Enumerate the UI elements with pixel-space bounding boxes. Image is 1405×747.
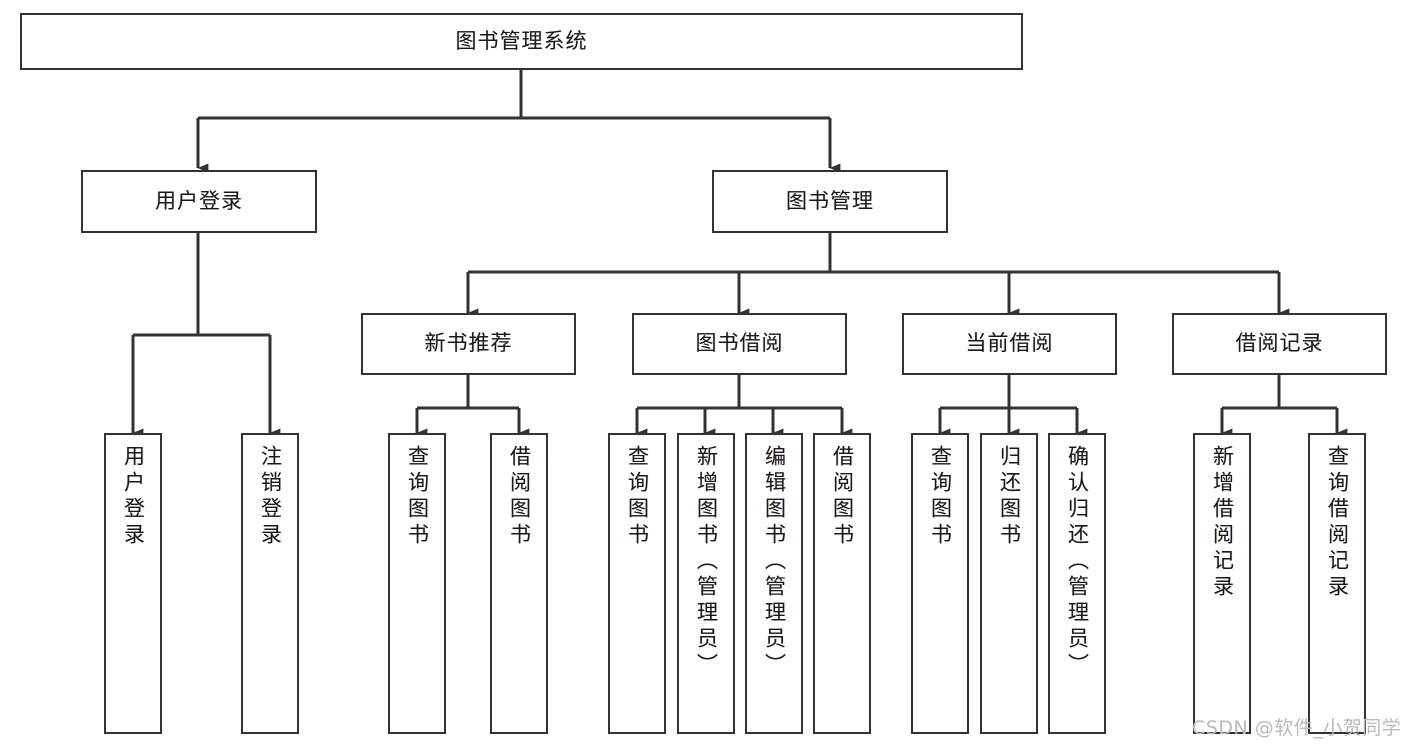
leaf-book-borrow-4[interactable]: 借阅图书 bbox=[813, 433, 871, 734]
leaf-current-borrow-1-label: 查询图书 bbox=[928, 445, 953, 549]
node-user-login[interactable]: 用户登录 bbox=[81, 170, 317, 233]
node-user-login-label: 用户登录 bbox=[155, 188, 243, 213]
leaf-current-borrow-2-label: 归还图书 bbox=[997, 445, 1022, 549]
leaf-borrow-record-1-label: 新增借阅记录 bbox=[1210, 445, 1235, 601]
leaf-book-borrow-2-label: 新增图书（管理员） bbox=[694, 445, 719, 679]
node-borrow-record[interactable]: 借阅记录 bbox=[1172, 313, 1387, 375]
node-current-borrow[interactable]: 当前借阅 bbox=[902, 313, 1117, 375]
node-new-book-recommend-label: 新书推荐 bbox=[424, 331, 513, 356]
node-book-manage-label: 图书管理 bbox=[786, 188, 874, 213]
leaf-book-borrow-3-label: 编辑图书（管理员） bbox=[762, 445, 787, 679]
csdn-watermark: CSDN @软件_小贺同学 bbox=[1192, 717, 1402, 739]
leaf-new-book-1-label: 查询图书 bbox=[405, 445, 430, 549]
node-current-borrow-label: 当前借阅 bbox=[965, 331, 1054, 356]
node-borrow-record-label: 借阅记录 bbox=[1235, 331, 1324, 356]
node-book-borrow[interactable]: 图书借阅 bbox=[632, 313, 847, 375]
leaf-current-borrow-1[interactable]: 查询图书 bbox=[911, 433, 969, 734]
leaf-current-borrow-3[interactable]: 确认归还（管理员） bbox=[1048, 433, 1106, 734]
leaf-book-borrow-1-label: 查询图书 bbox=[625, 445, 650, 549]
leaf-book-borrow-3[interactable]: 编辑图书（管理员） bbox=[745, 433, 803, 734]
leaf-current-borrow-2[interactable]: 归还图书 bbox=[980, 433, 1038, 734]
leaf-user-login-2[interactable]: 注销登录 bbox=[241, 433, 299, 734]
leaf-borrow-record-1[interactable]: 新增借阅记录 bbox=[1193, 433, 1251, 734]
leaf-book-borrow-1[interactable]: 查询图书 bbox=[608, 433, 666, 734]
node-book-manage[interactable]: 图书管理 bbox=[712, 170, 948, 233]
leaf-new-book-2-label: 借阅图书 bbox=[507, 445, 532, 549]
leaf-book-borrow-4-label: 借阅图书 bbox=[830, 445, 855, 549]
leaf-new-book-2[interactable]: 借阅图书 bbox=[490, 433, 548, 734]
node-book-borrow-label: 图书借阅 bbox=[695, 331, 784, 356]
leaf-borrow-record-2-label: 查询借阅记录 bbox=[1325, 445, 1350, 601]
leaf-user-login-2-label: 注销登录 bbox=[258, 445, 283, 549]
leaf-new-book-1[interactable]: 查询图书 bbox=[388, 433, 446, 734]
leaf-book-borrow-2[interactable]: 新增图书（管理员） bbox=[677, 433, 735, 734]
leaf-borrow-record-2[interactable]: 查询借阅记录 bbox=[1308, 433, 1366, 734]
node-root-label: 图书管理系统 bbox=[455, 28, 588, 53]
leaf-user-login-1-label: 用户登录 bbox=[121, 445, 146, 549]
node-root[interactable]: 图书管理系统 bbox=[20, 13, 1023, 70]
leaf-current-borrow-3-label: 确认归还（管理员） bbox=[1065, 445, 1090, 679]
node-new-book-recommend[interactable]: 新书推荐 bbox=[361, 313, 576, 375]
leaf-user-login-1[interactable]: 用户登录 bbox=[104, 433, 162, 734]
